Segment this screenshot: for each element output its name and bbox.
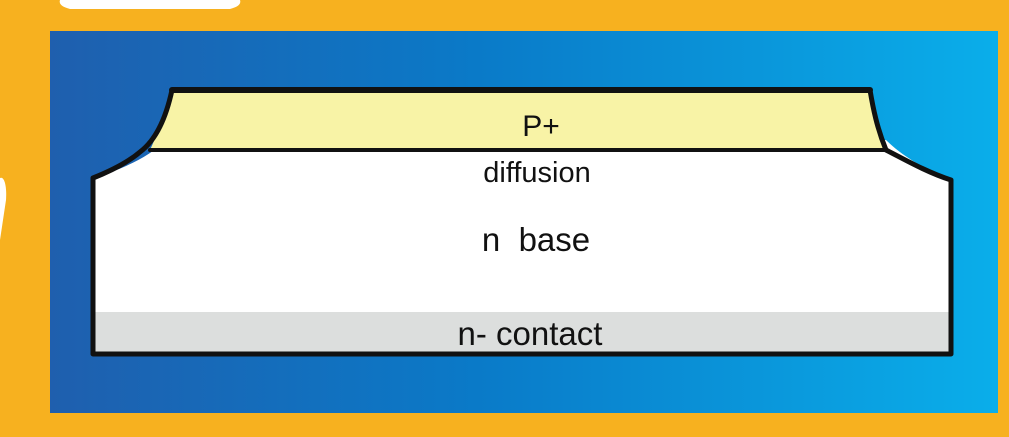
top-notch-tab [59,0,241,9]
left-edge-tab [0,177,7,240]
device-outline [90,87,954,357]
n-base-label: n base [482,221,590,258]
n-base-layer [93,140,951,312]
diffusion-label: diffusion [483,157,591,189]
layer-outlines [90,87,954,357]
p-plus-label: P+ [522,110,560,143]
p-plus-layer [150,90,886,150]
n-contact-label: n- contact [458,315,603,352]
n-contact-layer [93,312,951,354]
